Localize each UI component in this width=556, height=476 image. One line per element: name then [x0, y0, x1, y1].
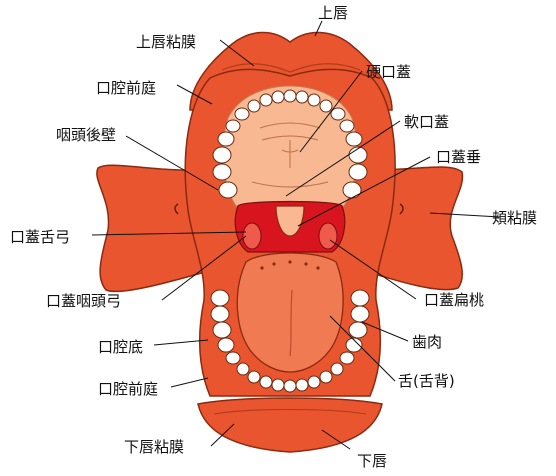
label-soft-palate: 軟口蓋 — [404, 113, 449, 131]
label-oral-vestibule-top: 口腔前庭 — [96, 79, 156, 97]
label-tongue: 舌(舌背) — [398, 372, 455, 390]
label-upper-lip: 上唇 — [318, 4, 348, 22]
label-palatopharyngeal-arch: 口蓋咽頭弓 — [46, 292, 121, 310]
label-pharynx-wall: 咽頭後壁 — [56, 126, 116, 144]
label-uvula: 口蓋垂 — [436, 148, 481, 166]
right-tonsil — [319, 223, 337, 249]
label-oral-floor: 口腔底 — [98, 338, 143, 356]
label-upper-lip-mucosa: 上唇粘膜 — [136, 33, 196, 51]
label-palatoglossal-arch: 口蓋舌弓 — [10, 228, 70, 246]
label-hard-palate: 硬口蓋 — [366, 63, 411, 81]
label-palatine-tonsil: 口蓋扁桃 — [424, 291, 484, 309]
label-lower-lip-mucosa: 下唇粘膜 — [124, 438, 184, 456]
lower-lip — [198, 398, 382, 452]
label-gingiva: 歯肉 — [412, 333, 442, 351]
label-lower-lip: 下唇 — [357, 452, 387, 470]
label-buccal-mucosa: 頬粘膜 — [492, 209, 537, 227]
label-oral-vestibule-bottom: 口腔前庭 — [98, 380, 158, 398]
